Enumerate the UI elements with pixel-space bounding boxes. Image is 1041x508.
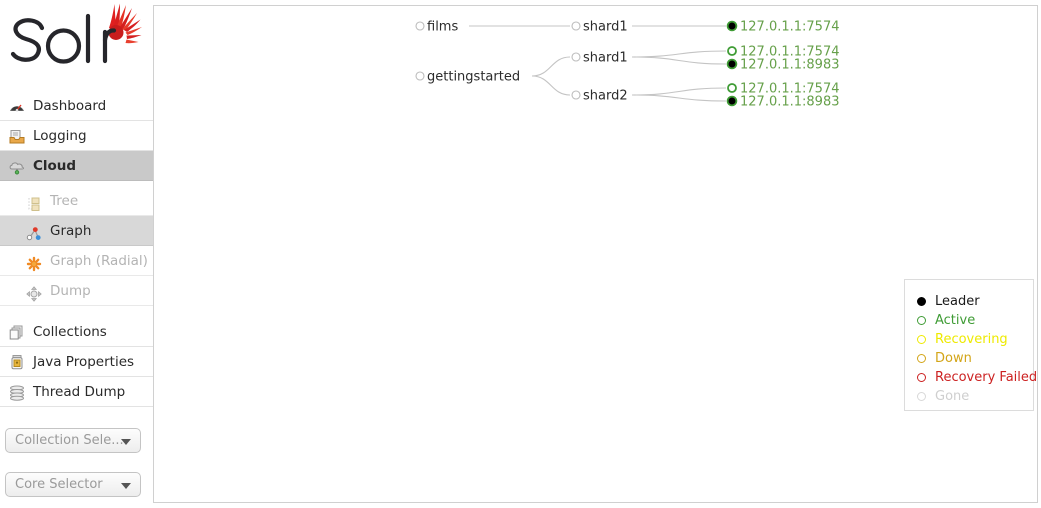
legend-row: Leader <box>917 292 1033 311</box>
legend-label: Leader <box>935 294 980 309</box>
legend-status-active-icon <box>917 316 926 325</box>
collection-label: films <box>427 20 458 35</box>
legend-label: Gone <box>935 389 970 404</box>
replica-node-leader[interactable] <box>726 95 738 107</box>
java-properties-icon <box>8 353 26 371</box>
sidebar-item-label: Cloud <box>33 158 77 174</box>
shard-label: shard2 <box>583 89 628 104</box>
sidebar: Dashboard Logging <box>0 0 153 508</box>
replica-node-leader[interactable] <box>726 20 738 32</box>
replica-node-leader[interactable] <box>726 58 738 70</box>
sidebar-item-label: Thread Dump <box>33 384 126 400</box>
legend-row: Recovery Failed <box>917 368 1037 387</box>
replica-host-label: 127.0.1.1:7574 <box>740 82 840 97</box>
sidebar-subitem-label: Graph <box>50 223 92 239</box>
content-panel: films gettingstarted shard1 shard1 shard2 127… <box>153 5 1038 503</box>
replica-node-active[interactable] <box>727 46 737 56</box>
sidebar-subitem-label: Tree <box>50 193 79 209</box>
collection-node[interactable] <box>415 21 425 31</box>
replica-host-label: 127.0.1.1:8983 <box>740 95 840 110</box>
legend-row: Down <box>917 349 1033 368</box>
sidebar-item-label: Collections <box>33 324 107 340</box>
collection-selector[interactable]: Collection Sele... <box>5 428 141 453</box>
graph-icon <box>26 223 42 240</box>
graph-link <box>631 94 727 102</box>
shard-node[interactable] <box>571 90 581 100</box>
thread-dump-icon <box>8 383 26 401</box>
sidebar-item-logging[interactable]: Logging <box>0 121 153 151</box>
chevron-down-icon <box>121 483 131 489</box>
legend-label: Active <box>935 313 976 328</box>
sidebar-item-dashboard[interactable]: Dashboard <box>0 91 153 121</box>
shard-label: shard1 <box>583 20 628 35</box>
sidebar-item-dump[interactable]: Dump <box>0 276 153 306</box>
graph-link <box>531 56 571 77</box>
replica-host-label: 127.0.1.1:7574 <box>740 45 840 60</box>
sidebar-item-thread-dump[interactable]: Thread Dump <box>0 377 153 407</box>
tree-icon <box>26 193 42 211</box>
replica-host-label: 127.0.1.1:8983 <box>740 58 840 73</box>
sidebar-item-label: Dashboard <box>33 98 107 114</box>
sidebar-item-tree[interactable]: Tree <box>0 186 153 216</box>
shard-label: shard1 <box>583 51 628 66</box>
collection-node[interactable] <box>415 71 425 81</box>
solr-sunburst-logo <box>108 3 142 44</box>
sidebar-item-collections[interactable]: Collections <box>0 317 153 347</box>
sidebar-item-label: Java Properties <box>33 354 135 370</box>
legend-status-recovery-failed-icon <box>917 373 926 382</box>
tray-document-icon <box>8 127 26 145</box>
cloud-graph[interactable]: films gettingstarted shard1 shard1 shard2 127… <box>154 6 1037 502</box>
sidebar-subitem-label: Graph (Radial) <box>50 253 148 269</box>
legend-label: Recovery Failed <box>935 370 1038 385</box>
legend-row: Recovering <box>917 330 1033 349</box>
collections-icon <box>8 323 26 341</box>
sidebar-subitem-label: Dump <box>50 283 91 299</box>
sidebar-item-graph[interactable]: Graph <box>0 216 153 246</box>
chevron-down-icon <box>121 439 131 445</box>
replica-host-label: 127.0.1.1:7574 <box>740 20 840 35</box>
core-selector-value: Core Selector <box>15 477 103 492</box>
legend-status-leader-icon <box>917 297 926 306</box>
core-selector[interactable]: Core Selector <box>5 472 141 497</box>
gauge-icon <box>8 97 26 115</box>
shard-node[interactable] <box>571 52 581 62</box>
sidebar-item-label: Logging <box>33 128 87 144</box>
legend-row: Gone <box>917 387 1033 406</box>
graph-link <box>631 50 727 58</box>
shard-node[interactable] <box>571 21 581 31</box>
legend-status-recovering-icon <box>917 335 926 344</box>
legend-label: Down <box>935 351 972 366</box>
asterisk-icon <box>26 253 42 271</box>
sidebar-item-graph-radial[interactable]: Graph (Radial) <box>0 246 153 276</box>
cloud-icon <box>8 157 26 175</box>
replica-node-active[interactable] <box>727 83 737 93</box>
collection-selector-value: Collection Sele... <box>15 433 124 448</box>
graph-link <box>531 75 571 96</box>
collection-label: gettingstarted <box>427 70 520 85</box>
graph-link <box>631 87 727 96</box>
solr-logo[interactable] <box>6 2 146 80</box>
sidebar-item-cloud[interactable]: Cloud <box>0 151 153 181</box>
dump-icon <box>26 283 42 302</box>
sidebar-item-java-properties[interactable]: Java Properties <box>0 347 153 377</box>
legend-status-down-icon <box>917 354 926 363</box>
graph-link <box>631 56 727 65</box>
legend-label: Recovering <box>935 332 1008 347</box>
legend-row: Active <box>917 311 1033 330</box>
legend-status-gone-icon <box>917 392 926 401</box>
